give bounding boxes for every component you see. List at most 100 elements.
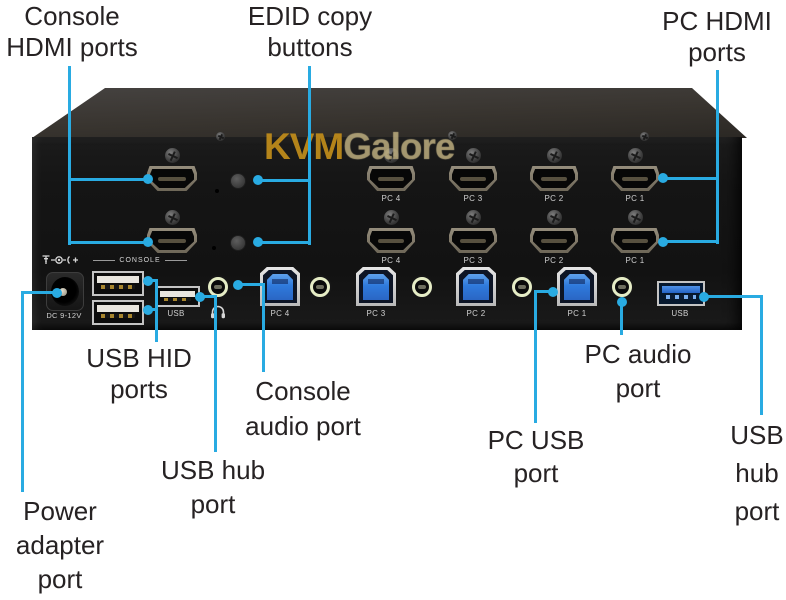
label-edid-copy-buttons: EDID copy buttons (247, 1, 373, 62)
callout-dot (658, 173, 668, 183)
callout-dot (658, 237, 668, 247)
callout-line (155, 279, 158, 342)
screw-icon (628, 148, 643, 163)
kvmgalore-watermark: KVMGalore (264, 126, 455, 167)
pc3-hdmi-port-row2 (449, 228, 497, 253)
label-pc-usb-port: PC USB port (487, 425, 585, 488)
label-pc-audio-port: PC audio port (584, 339, 692, 403)
pc1-usb-label: PC 1 (567, 309, 587, 318)
callout-dot (143, 305, 153, 315)
pc1-label-row2: PC 1 (625, 256, 645, 265)
callout-line (258, 179, 311, 182)
callout-dot (253, 175, 263, 185)
screw-icon (448, 131, 457, 140)
callout-line (68, 178, 148, 181)
callout-line (21, 291, 58, 294)
callout-line (760, 295, 763, 415)
callout-line (534, 290, 537, 423)
callout-dot (548, 287, 558, 297)
callout-dot (253, 237, 263, 247)
pc4-usb-label: PC 4 (270, 309, 290, 318)
pc2-label-row2: PC 2 (544, 256, 564, 265)
screw-icon (466, 210, 481, 225)
console-hdmi-port-1 (147, 166, 197, 191)
callout-dot (143, 276, 153, 286)
callout-line (663, 177, 719, 180)
callout-line (663, 240, 719, 243)
screw-icon (547, 148, 562, 163)
pc-audio-jack (612, 277, 632, 297)
callout-line (534, 290, 555, 293)
pc2-usb-label: PC 2 (466, 309, 486, 318)
screw-icon (165, 210, 180, 225)
usb-hub-right-label: USB (671, 309, 689, 318)
pc4-hdmi-port-row2 (367, 228, 415, 253)
label-usb-hub-port-left: USB hub port (160, 455, 266, 519)
pc2-hdmi-port-row1 (530, 166, 578, 191)
usb-hid-port-2 (92, 300, 144, 325)
screw-icon (466, 148, 481, 163)
label-pc-hdmi-ports: PC HDMI ports (662, 6, 772, 67)
pc3-hdmi-port-row1 (449, 166, 497, 191)
console-group-label: CONSOLE (93, 257, 188, 264)
pc4-label-row2: PC 4 (381, 256, 401, 265)
callout-line (308, 66, 311, 245)
screw-icon (628, 210, 643, 225)
callout-line (237, 283, 265, 286)
pc2-label-row1: PC 2 (544, 194, 564, 203)
edid-copy-button-1 (230, 173, 246, 189)
screw-icon (640, 132, 649, 141)
pc2-hdmi-port-row2 (530, 228, 578, 253)
usb-hub-port-right (657, 281, 705, 306)
callout-dot (143, 237, 153, 247)
callout-line (68, 66, 71, 245)
pinhole (215, 189, 219, 193)
pc3-usb-b-port (356, 267, 396, 306)
pc1-hdmi-port-row1 (611, 166, 659, 191)
callout-line (262, 283, 265, 372)
label-power-adapter-port: Power adapter port (15, 496, 105, 594)
callout-line (199, 295, 217, 298)
callout-dot (233, 280, 243, 290)
callout-line (214, 295, 217, 452)
usb-hub-left-label: USB (167, 309, 185, 318)
pc4-label-row1: PC 4 (381, 194, 401, 203)
callout-dot (699, 292, 709, 302)
usb-hid-port-1 (92, 271, 144, 296)
pc3-label-row2: PC 3 (463, 256, 483, 265)
pc2-audio-jack (512, 277, 532, 297)
callout-line (716, 70, 719, 244)
callout-line (703, 295, 763, 298)
callout-dot (143, 174, 153, 184)
edid-copy-button-2 (230, 235, 246, 251)
pc1-usb-b-port (557, 267, 597, 306)
label-console-hdmi-ports: Console HDMI ports (6, 1, 138, 62)
pc4-audio-jack (310, 277, 330, 297)
headphone-icon (211, 305, 225, 319)
pc1-label-row1: PC 1 (625, 194, 645, 203)
pc1-hdmi-port-row2 (611, 228, 659, 253)
screw-icon (547, 210, 562, 225)
callout-line (258, 241, 311, 244)
usb-hub-port-left (155, 286, 200, 307)
screw-icon (384, 210, 399, 225)
screw-icon (216, 132, 225, 141)
label-usb-hid-ports: USB HID ports (86, 343, 192, 404)
pinhole (212, 246, 216, 250)
pc4-hdmi-port-row1 (367, 166, 415, 191)
pc2-usb-b-port (456, 267, 496, 306)
screw-icon (165, 148, 180, 163)
pc4-usb-b-port (260, 267, 300, 306)
callout-dot (617, 297, 627, 307)
callout-dot (52, 288, 62, 298)
device-top-face (32, 88, 747, 138)
callout-line (68, 241, 148, 244)
label-usb-hub-port-right: USB hub port (730, 420, 784, 526)
label-console-audio-port: Console audio port (245, 376, 361, 441)
dc-polarity-icon (42, 255, 78, 264)
pc3-label-row1: PC 3 (463, 194, 483, 203)
console-audio-jack (208, 277, 228, 297)
screw-icon (384, 148, 399, 163)
callout-line (21, 291, 24, 492)
